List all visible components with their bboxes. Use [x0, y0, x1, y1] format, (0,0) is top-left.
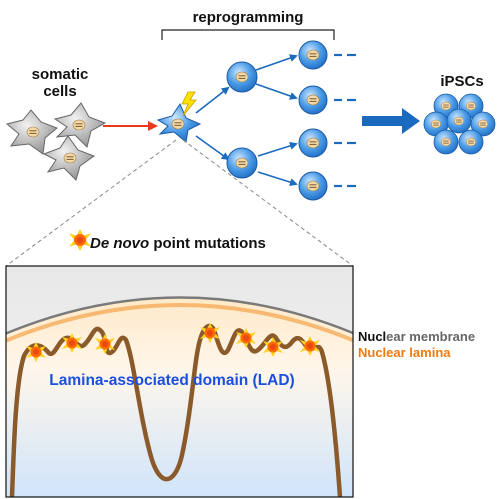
- lightning-icon: [181, 91, 197, 117]
- somatic-cell: [53, 102, 107, 148]
- nuclear-membrane: [6, 296, 353, 335]
- zoom-lines: [5, 139, 354, 267]
- nuclear-lamina-label: Nuclear lamina: [358, 345, 451, 360]
- nucleus-zoom-panel: [5, 265, 354, 498]
- branch-arrows: [195, 54, 298, 187]
- mutations-legend: De novo point mutations: [90, 235, 266, 252]
- ipscs-label: iPSCs: [440, 73, 483, 90]
- stem-cell: [226, 61, 258, 93]
- lad-label: Lamina-associated domain (LAD): [49, 372, 294, 389]
- somatic-cell: [5, 109, 58, 155]
- continuation-dashes: [334, 53, 356, 188]
- reprogramming-label: reprogramming: [193, 9, 304, 26]
- ipsc-colony: [424, 94, 495, 154]
- stem-cell: [298, 128, 328, 158]
- stem-cell: [298, 85, 328, 115]
- red-arrow: [103, 121, 158, 131]
- nuclear-lamina: [6, 303, 353, 343]
- somatic-cell: [42, 135, 96, 181]
- stem-cell: [298, 171, 328, 201]
- stem-cell: [298, 40, 328, 70]
- transitioning-cell: [156, 102, 202, 143]
- ipsc-arrow: [362, 108, 420, 134]
- mutation-star-icon: [69, 229, 91, 251]
- somatic-label-line1: somatic: [32, 66, 89, 83]
- somatic-label-line2: cells: [43, 83, 76, 100]
- reprogramming-bracket: [161, 29, 335, 40]
- nuclear-membrane-label: Nuclear membrane: [358, 329, 475, 344]
- chromatin-fiber: [9, 323, 343, 497]
- stem-cell: [226, 147, 258, 179]
- nucleus-interior: [6, 297, 353, 497]
